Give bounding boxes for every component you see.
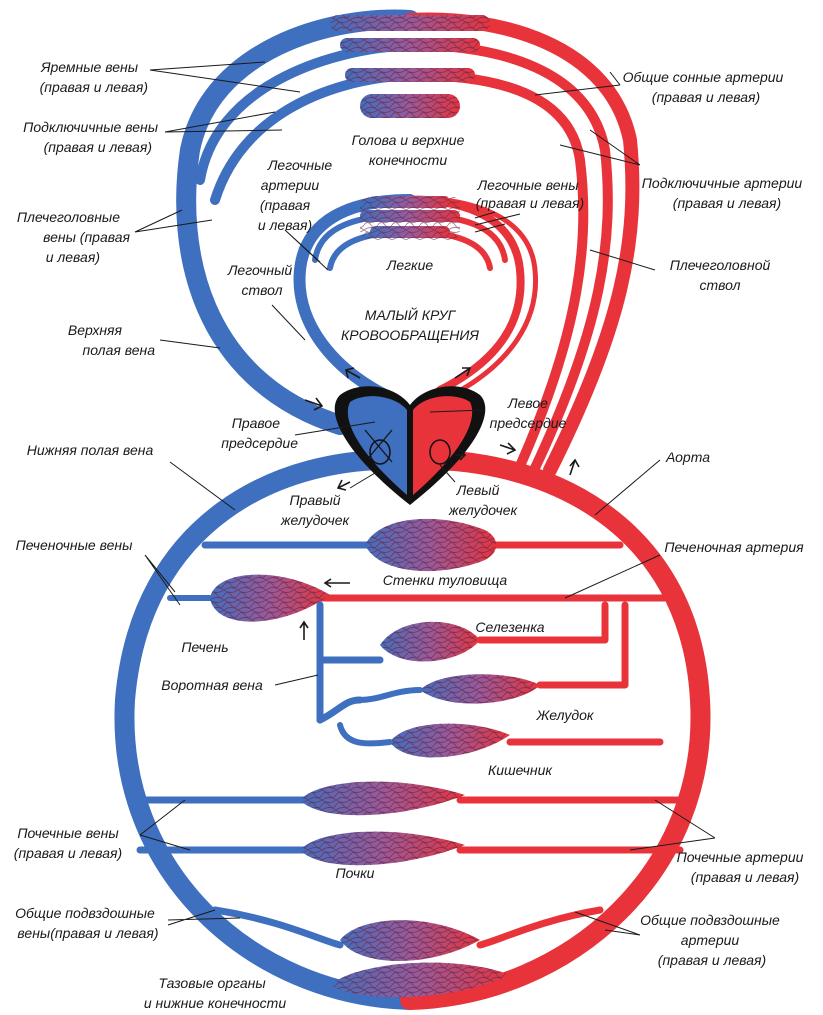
label-pulmonary-trunk-2: ствол [241, 282, 282, 298]
label-pulmonary-trunk-1: Легочный [227, 262, 293, 278]
label-intestine: Кишечник [488, 762, 553, 778]
label-pelvic-2: и нижние конечности [144, 995, 286, 1011]
label-right-ventricle-2: желудочек [280, 512, 351, 528]
label-pelvic-1: Тазовые органы [158, 975, 266, 991]
label-carotid-1: Общие сонные артерии [623, 69, 784, 85]
label-pulmonary-arteries-3: (правая [260, 197, 311, 213]
label-trunk-walls: Стенки туловища [383, 572, 508, 588]
label-left-ventricle-1: Левый [456, 482, 500, 498]
label-svc-1: Верхняя [68, 322, 123, 338]
label-right-atrium-1: Правое [232, 415, 281, 431]
label-renal-arteries-1: Почечные артерии [677, 849, 804, 865]
organ-branches [136, 518, 684, 998]
label-head-2: конечности [369, 152, 447, 168]
label-right-ventricle-1: Правый [289, 492, 340, 508]
label-jugular-veins-2: (правая и левая) [40, 79, 148, 95]
label-pulmonary-veins-1: Легочные вены [476, 177, 579, 193]
label-left-atrium-2: предсердие [490, 415, 567, 431]
label-renal-veins-1: Почечные вены [17, 825, 119, 841]
upper-loop [176, 9, 640, 477]
label-svc-2: полая вена [82, 342, 155, 358]
leader-lines [134, 61, 716, 936]
label-head-1: Голова и верхние [352, 132, 465, 148]
label-brachiocephalic-veins-1: Плечеголовные [17, 209, 120, 225]
label-carotid-2: (правая и левая) [652, 89, 760, 105]
heart [334, 386, 486, 505]
label-brachiocephalic-trunk-2: ствол [699, 277, 740, 293]
label-liver: Печень [181, 639, 228, 655]
label-hepatic-artery: Печеночная артерия [664, 539, 804, 555]
label-left-atrium-1: Левое [507, 395, 548, 411]
label-subclavian-veins-1: Подключичные вены [23, 119, 159, 135]
label-pulmonary-arteries-1: Легочные [267, 157, 333, 173]
systemic-ring [114, 449, 711, 1010]
label-pulmonary-circulation-2: КРОВООБРАЩЕНИЯ [341, 327, 479, 343]
label-spleen: Селезенка [475, 619, 544, 635]
label-iliac-arteries-2: артерии [681, 932, 740, 948]
label-hepatic-veins: Печеночные вены [16, 537, 133, 553]
label-iliac-veins-2: вены(правая и левая) [17, 925, 158, 941]
label-jugular-veins-1: Яремные вены [40, 59, 139, 75]
flow-arrows [299, 367, 580, 640]
label-pulmonary-circulation-1: МАЛЫЙ КРУГ [365, 306, 457, 323]
label-stomach: Желудок [535, 707, 594, 723]
label-renal-arteries-2: (правая и левая) [691, 869, 799, 885]
label-kidneys: Почки [336, 865, 375, 881]
label-left-ventricle-2: желудочек [448, 502, 519, 518]
label-subclavian-arteries-1: Подключичные артерии [642, 175, 803, 191]
label-pulmonary-arteries-2: артерии [261, 177, 320, 193]
label-lungs: Легкие [386, 257, 434, 273]
label-pulmonary-arteries-4: и левая) [258, 217, 312, 233]
label-subclavian-veins-2: (правая и левая) [44, 139, 152, 155]
label-ivc: Нижняя полая вена [27, 442, 154, 458]
label-iliac-arteries-1: Общие подвздошные [640, 912, 780, 928]
pulmonary-loop [293, 194, 539, 406]
label-iliac-arteries-3: (правая и левая) [658, 952, 766, 968]
label-iliac-veins-1: Общие подвздошные [15, 905, 155, 921]
label-brachiocephalic-trunk-1: Плечеголовной [670, 257, 771, 273]
label-subclavian-arteries-2: (правая и левая) [673, 195, 781, 211]
labels: Яремные вены (правая и левая) Подключичн… [14, 59, 804, 1011]
label-aorta: Аорта [665, 449, 710, 465]
label-portal-vein: Воротная вена [161, 677, 263, 693]
label-pulmonary-veins-2: (правая и левая) [476, 195, 584, 211]
label-brachiocephalic-veins-3: и левая) [46, 249, 100, 265]
label-right-atrium-2: предсердие [221, 435, 298, 451]
label-renal-veins-2: (правая и левая) [14, 845, 122, 861]
label-brachiocephalic-veins-2: вены (правая [43, 229, 130, 245]
